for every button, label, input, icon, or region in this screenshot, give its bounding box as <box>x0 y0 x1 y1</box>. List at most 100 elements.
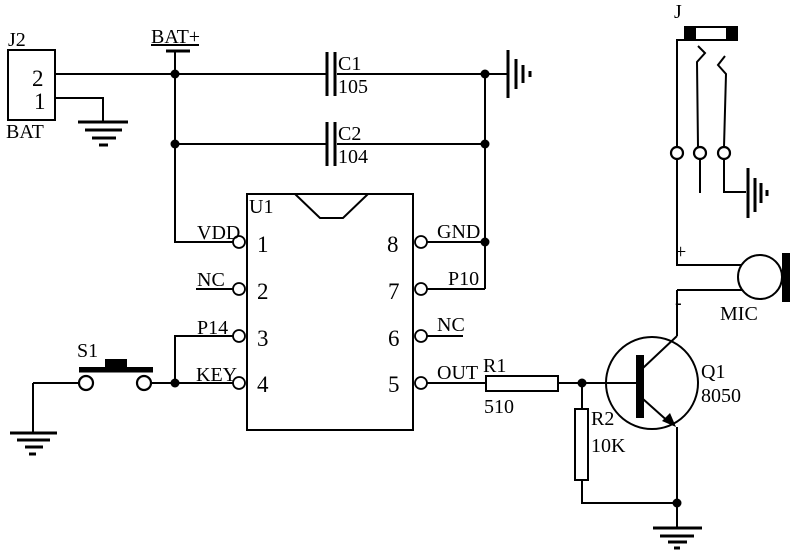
jack-sleeve-end-right <box>726 27 737 40</box>
j-refdes: J <box>674 1 682 23</box>
component-u1-ic: U1 1 2 3 4 8 7 6 5 VDD NC P14 KEY GND P1… <box>196 193 480 431</box>
jack-switch-contact-1 <box>695 45 707 148</box>
u1-pin7-number: 7 <box>388 279 400 304</box>
junction-dot <box>577 378 587 388</box>
u1-pin8-circle <box>414 235 428 249</box>
component-r2-resistor: R2 10K <box>574 408 626 481</box>
u1-pin4-circle <box>232 376 246 390</box>
wire <box>174 51 233 243</box>
component-s1-pushbutton: S1 <box>77 340 153 392</box>
jack-switch-contact-2 <box>716 55 728 148</box>
u1-pin7-name: P10 <box>448 268 479 290</box>
c2-value: 104 <box>338 146 368 168</box>
junction-dot <box>480 139 490 149</box>
c2-refdes: C2 <box>338 123 361 145</box>
mic-electret-bar <box>782 253 790 302</box>
q1-collector <box>642 335 678 369</box>
q1-refdes: Q1 <box>701 361 725 383</box>
junction-dot <box>170 139 180 149</box>
component-j-jack: J <box>669 1 738 161</box>
u1-pin5-name: OUT <box>437 362 478 384</box>
net-label-bat-plus: BAT+ <box>151 26 200 48</box>
wire <box>55 97 104 121</box>
wires <box>32 39 746 527</box>
q1-body <box>605 336 699 430</box>
u1-pin4-name: KEY <box>196 364 237 386</box>
ground-symbol-c1 <box>506 50 532 98</box>
q1-value: 8050 <box>701 385 741 407</box>
j2-body <box>7 49 56 121</box>
ground-symbol-s1 <box>10 431 57 456</box>
junction-dot <box>480 237 490 247</box>
junction-dot <box>170 69 180 79</box>
wire <box>174 335 233 383</box>
u1-pin6-circle <box>414 329 428 343</box>
j2-refdes: J2 <box>8 29 26 51</box>
component-c1-capacitor: C1 105 <box>325 52 368 98</box>
u1-body <box>246 193 414 431</box>
u1-pin6-number: 6 <box>388 326 400 351</box>
r1-refdes: R1 <box>483 355 506 377</box>
u1-pin5-number: 5 <box>388 372 400 397</box>
u1-pin1-name: VDD <box>197 222 240 244</box>
j2-pin1-number: 1 <box>34 89 46 114</box>
r1-value: 510 <box>484 396 514 418</box>
u1-pin2-circle <box>232 282 246 296</box>
component-c2-capacitor: C2 104 <box>325 122 368 168</box>
jack-terminal-circle <box>716 145 732 161</box>
u1-pin4-number: 4 <box>257 372 269 397</box>
c1-value: 105 <box>338 76 368 98</box>
junction-dot <box>170 378 180 388</box>
ground-symbol-jack <box>746 168 769 218</box>
wire <box>676 39 686 147</box>
u1-pin5-circle <box>414 376 428 390</box>
s1-button-bar <box>79 367 153 373</box>
wire <box>723 159 746 193</box>
u1-pin1-circle <box>232 235 246 249</box>
component-j2-battery-connector: J2 2 1 BAT <box>6 29 56 143</box>
mic-label: MIC <box>720 303 758 325</box>
u1-pin8-number: 8 <box>387 232 399 257</box>
s1-button-cap <box>105 359 127 367</box>
junction-dots <box>170 69 682 508</box>
u1-pin3-name: P14 <box>197 317 228 339</box>
ground-symbol-j2 <box>78 120 128 147</box>
u1-pin2-number: 2 <box>257 279 269 304</box>
u1-refdes: U1 <box>249 196 273 218</box>
u1-pin7-circle <box>414 282 428 296</box>
jack-sleeve-end-left <box>685 27 696 40</box>
j2-pin2-number: 2 <box>32 66 44 91</box>
j2-name: BAT <box>6 121 44 143</box>
r2-value: 10K <box>591 435 626 457</box>
r2-body <box>574 408 589 481</box>
jack-terminal-circle <box>669 145 685 161</box>
u1-pin8-name: GND <box>437 221 480 243</box>
c1-refdes: C1 <box>338 53 361 75</box>
wire <box>581 480 677 504</box>
u1-pin3-number: 3 <box>257 326 269 351</box>
ground-symbol-q1 <box>653 526 702 550</box>
s1-contact-right <box>135 374 153 392</box>
component-r1-resistor: R1 510 <box>483 355 559 418</box>
junction-dot <box>480 69 490 79</box>
wire <box>676 159 742 266</box>
q1-emitter-arrow <box>662 413 676 427</box>
u1-pin2-name: NC <box>197 269 225 291</box>
r1-body <box>485 375 559 392</box>
q1-base-bar <box>636 355 644 418</box>
u1-pin1-number: 1 <box>257 232 269 257</box>
mic-body <box>737 254 783 300</box>
u1-notch <box>294 193 369 219</box>
component-q1-transistor: Q1 8050 <box>605 335 741 430</box>
mic-minus-sign: - <box>675 292 682 314</box>
junction-dot <box>672 498 682 508</box>
s1-contact-left <box>77 374 95 392</box>
u1-pin3-circle <box>232 329 246 343</box>
r2-refdes: R2 <box>591 408 614 430</box>
s1-refdes: S1 <box>77 340 98 362</box>
mic-plus-sign: + <box>675 241 686 263</box>
component-mic: + - MIC <box>675 241 790 325</box>
jack-terminal-circle <box>692 145 708 161</box>
